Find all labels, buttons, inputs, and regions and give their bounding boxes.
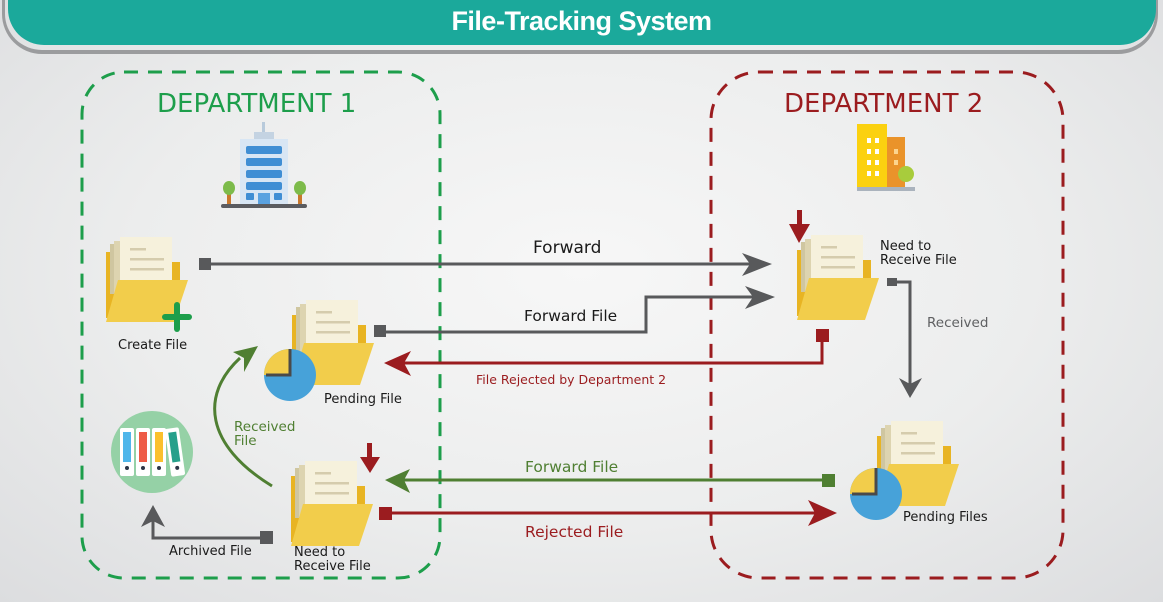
file-rejected-arrow <box>384 329 829 376</box>
forward-arrow <box>199 253 772 276</box>
archived-file-arrow <box>141 505 273 544</box>
received-arrow <box>887 278 922 398</box>
clock-pie-icon <box>262 347 318 403</box>
file-rejected-label: File Rejected by Department 2 <box>476 372 667 387</box>
office-building-icon <box>221 122 307 208</box>
received-file-arrow <box>213 346 273 488</box>
clock-pie-icon <box>848 466 904 522</box>
page-title: File-Tracking System <box>451 6 712 36</box>
forward-file-return-arrow <box>385 469 835 493</box>
rejected-file-label: Rejected File <box>525 523 624 541</box>
department-1-boundary <box>80 70 442 580</box>
archive-binders-icon[interactable] <box>111 411 193 493</box>
department-2-boundary <box>709 70 1065 580</box>
need-to-receive-folder-d2-icon[interactable] <box>797 235 879 320</box>
received-label: Received <box>927 315 989 331</box>
department-1-title: DEPARTMENT 1 <box>157 89 357 119</box>
received-file-label-line1: Received <box>234 419 296 435</box>
forward-file-label: Forward File <box>524 307 618 325</box>
archived-file-label: Archived File <box>169 544 252 559</box>
rejected-file-arrow <box>379 500 837 526</box>
create-file-label: Create File <box>118 338 188 353</box>
pending-file-label: Pending File <box>324 392 402 407</box>
received-file-label-line2: File <box>234 433 257 449</box>
incoming-arrow-icon <box>360 443 380 473</box>
incoming-arrow-icon <box>789 210 810 243</box>
forward-file-return-label: Forward File <box>525 458 619 476</box>
pending-files-label: Pending Files <box>903 510 988 525</box>
city-building-icon <box>857 124 915 191</box>
need-to-receive-folder-d1-icon[interactable] <box>291 461 373 546</box>
need-to-receive-d1-label-line1: Need to <box>294 545 346 560</box>
department-2-title: DEPARTMENT 2 <box>784 89 984 119</box>
title-bar <box>8 0 1156 45</box>
need-to-receive-d2-label-line1: Need to <box>880 239 932 254</box>
forward-file-arrow <box>374 286 775 337</box>
forward-label: Forward <box>533 238 602 258</box>
plus-icon <box>162 302 192 332</box>
need-to-receive-d1-label-line2: Receive File <box>294 559 371 574</box>
need-to-receive-d2-label-line2: Receive File <box>880 253 957 268</box>
